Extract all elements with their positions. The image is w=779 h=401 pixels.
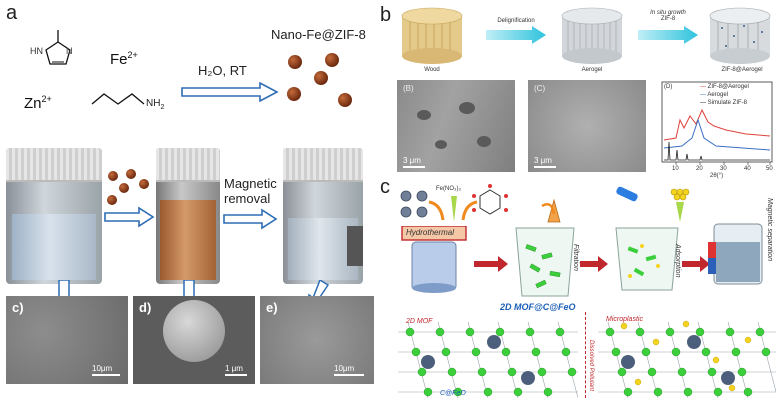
sem-image-d: d) 1 μm: [133, 296, 255, 384]
vial-arrow-1: [103, 206, 155, 228]
zif-aerogel-label: ZIF-8@Aerogel: [712, 67, 772, 73]
xrd-tick-10: 10: [672, 166, 679, 172]
mof-lattice-right: [598, 312, 776, 398]
particles-added-icon: [102, 168, 154, 208]
xrd-legend-1: — ZIF-8@Aerogel: [700, 84, 749, 90]
adsorption-beaker: [612, 226, 682, 292]
hydrothermal-label: Hydrothermal: [406, 228, 454, 237]
delignification-label: Delignification: [486, 18, 546, 24]
flask-icon: [540, 196, 568, 224]
nano-particles: [275, 50, 375, 115]
zn-ion: Zn2+: [24, 94, 52, 112]
filtration-label: Filtration: [572, 244, 579, 271]
vial-arrow-2: [222, 208, 278, 230]
adsorption-label: Adsorption: [674, 244, 681, 277]
fe-ion: Fe2+: [110, 50, 138, 68]
teal-arrow-1: [486, 26, 548, 44]
wood-cylinder: [396, 6, 468, 66]
xrd-panel-label: (D): [664, 84, 672, 90]
vial-clear: [6, 148, 102, 284]
vial-clarified: [283, 148, 363, 284]
red-arrow-2: [580, 256, 610, 272]
panel-b-letter: b: [380, 4, 391, 27]
xrd-tick-20: 20: [696, 166, 703, 172]
sem-image-e: e) 10μm: [260, 296, 374, 384]
lattice-label-cfeo: C@FeO: [440, 390, 466, 397]
ligand-structure: [470, 184, 510, 220]
lattice-divider: [585, 312, 586, 398]
in-situ-growth-label: In situ growth ZIF-8: [638, 10, 698, 22]
reaction-arrow: [180, 82, 280, 102]
pollutant-dropper: [614, 186, 704, 226]
sem-image-b: (B) 3 μm: [397, 80, 515, 172]
filtration-beaker: [512, 226, 578, 298]
magnetic-separation-vessel: [708, 222, 764, 286]
xrd-tick-40: 40: [744, 166, 751, 172]
ring-n-label: N: [66, 46, 73, 56]
sem-image-c-zif: (C) 3 μm: [528, 80, 646, 172]
red-arrow-1: [474, 256, 510, 272]
sem-image-c: c) 10μm: [6, 296, 128, 384]
aerogel-cylinder: [556, 6, 628, 66]
xrd-legend-2: — Aerogel: [700, 92, 728, 98]
wood-label: Wood: [412, 67, 452, 73]
xrd-legend-3: — Simulate ZIF-8: [700, 100, 747, 106]
precursor-label: Fe(NO₃)₃: [436, 186, 461, 192]
lattice-label-2d-mof: 2D MOF: [406, 318, 432, 325]
magnetic-removal-label: Magnetic removal: [224, 176, 277, 206]
product-title: Nano-Fe@ZIF-8: [271, 27, 366, 42]
aerogel-label: Aerogel: [572, 67, 612, 73]
amine-label: NH2: [146, 98, 164, 111]
lattice-label-dissolved-pollutant: Dissolved Pollutant: [588, 340, 594, 391]
panel-c-letter: c: [380, 176, 390, 199]
xrd-x-label: 2θ(°): [710, 173, 723, 179]
product-label-c: 2D MOF@C@FeO: [500, 302, 576, 312]
magnetic-separation-label: Magnetic separation: [766, 198, 773, 261]
vial-brown: [156, 148, 220, 284]
ring-hn-label: HN: [30, 46, 43, 56]
teal-arrow-2: [638, 26, 700, 44]
panel-a-letter: a: [6, 2, 17, 25]
xrd-tick-30: 30: [720, 166, 727, 172]
xrd-tick-50: 50: [766, 166, 773, 172]
reaction-condition: H₂O, RT: [198, 63, 247, 78]
lattice-label-microplastic: Microplastic: [606, 316, 643, 323]
zif-aerogel-cylinder: [704, 6, 776, 66]
